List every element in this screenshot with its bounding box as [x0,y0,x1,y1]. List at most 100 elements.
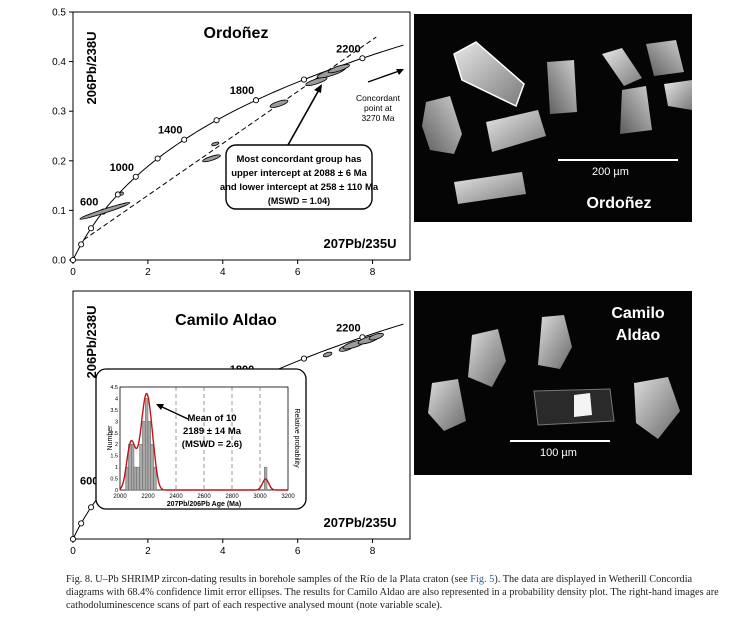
y-axis-label: 206Pb/238U [84,32,99,105]
result-callout: Most concordant group has upper intercep… [220,84,379,210]
caption-text-1: Fig. 8. U–Pb SHRIMP zircon-dating result… [66,574,471,585]
result-line-1: Most concordant group has [236,154,361,165]
age-marker [78,520,85,527]
age-marker [88,225,95,232]
error-ellipse [79,202,131,220]
mean-arrow [159,405,189,420]
inset-y-tick-label: 1.5 [110,454,118,460]
inset-x-tick-label: 2000 [113,494,127,500]
age-label: 2200 [336,322,360,334]
inset-y-tick-label: 3.5 [110,408,118,414]
error-ellipse [305,76,328,87]
inset-y-tick-label: 3 [115,419,118,425]
y-tick-label: 0.2 [52,156,66,167]
mean-line-2: 2189 ± 14 Ma [183,426,242,437]
zircon-grains-image [428,315,680,442]
x-tick-label: 4 [220,546,226,557]
age-marker [359,55,366,62]
age-marker [132,173,139,180]
result-line-4: (MSWD = 1.04) [268,196,330,206]
inset-y-tick-label: 1 [115,465,118,471]
inset-y-tick-label: 2.5 [110,431,118,437]
result-line-3: and lower intercept at 258 ± 110 Ma [220,182,379,193]
histogram-bar [147,421,151,491]
concordant-label-2: point at [364,103,393,113]
age-marker [300,76,308,83]
inset-y-tick-label: 4.5 [110,385,118,391]
result-line-2: upper intercept at 2088 ± 6 Ma [231,168,367,179]
concordant-label-3: 3270 Ma [361,113,394,123]
error-ellipse [211,141,220,147]
error-ellipse [202,154,221,163]
age-marker [69,535,77,543]
inset-y-label-right: Relative probability [293,408,300,468]
x-tick-label: 2 [145,267,151,278]
mean-arrowhead [156,404,164,410]
inset-y-tick-label: 0.5 [110,477,118,483]
x-tick-label: 0 [70,267,76,278]
inset-x-tick-label: 2800 [225,494,239,500]
error-ellipse [368,332,384,341]
x-tick-label: 2 [145,546,151,557]
x-tick-label: 6 [295,267,301,278]
age-marker [181,136,188,143]
plot-frame [72,290,411,540]
y-tick-label: 0.5 [52,8,66,19]
histogram-bar [153,466,157,491]
mean-line-3: (MSWD = 2.6) [182,439,242,450]
cl-image-ordonez: 200 µm Ordoñez [414,14,692,222]
y-tick-label: 0.3 [52,107,66,118]
inset-x-tick-label: 2200 [141,494,155,500]
histogram-bar [144,398,149,491]
histogram-bar [142,421,146,491]
sample-title: Ordoñez [586,195,652,212]
histogram-bar [130,444,135,491]
scale-label: 200 µm [592,166,629,178]
age-marker [154,155,161,162]
scale-label: 100 µm [540,447,577,459]
age-label: 1400 [158,125,182,137]
chart-title: Camilo Aldao [175,312,277,329]
x-axis-label: 207Pb/235U [324,515,397,530]
age-marker [78,241,85,248]
x-tick-label: 0 [70,546,76,557]
age-marker [213,117,220,124]
inset-x-tick-label: 3200 [281,494,295,500]
y-tick-label: 0.4 [52,57,66,68]
histogram-bar [139,444,143,491]
age-label: 600 [80,197,98,209]
age-label: 600 [80,476,98,488]
concordant-point-note: Concordant point at 3270 Ma [356,69,404,123]
inset-y-tick-label: 2 [115,442,118,448]
age-label: 1800 [230,85,254,97]
x-tick-label: 4 [220,267,226,278]
age-label: 2200 [336,43,360,55]
histogram-bar [150,444,154,491]
x-tick-label: 8 [370,546,376,557]
error-ellipse [322,351,333,358]
probability-curve [119,392,288,491]
figure-link[interactable]: Fig. 5 [470,574,495,585]
age-marker [69,256,77,264]
age-marker [300,355,308,362]
chart-title: Ordoñez [204,25,269,42]
inset-x-tick-label: 2400 [169,494,183,500]
error-ellipse [327,63,350,74]
x-axis-label: 207Pb/235U [324,236,397,251]
error-ellipse [269,99,289,108]
mean-line-1: Mean of 10 [187,413,236,424]
inset-x-tick-label: 2600 [197,494,211,500]
inset-x-label: 207Pb/206Pb Age (Ma) [167,501,241,508]
plot-frame [72,11,411,261]
figure-caption: Fig. 8. U–Pb SHRIMP zircon-dating result… [66,573,730,612]
age-label: 1000 [110,162,134,174]
y-axis-label: 206Pb/238U [84,306,99,379]
